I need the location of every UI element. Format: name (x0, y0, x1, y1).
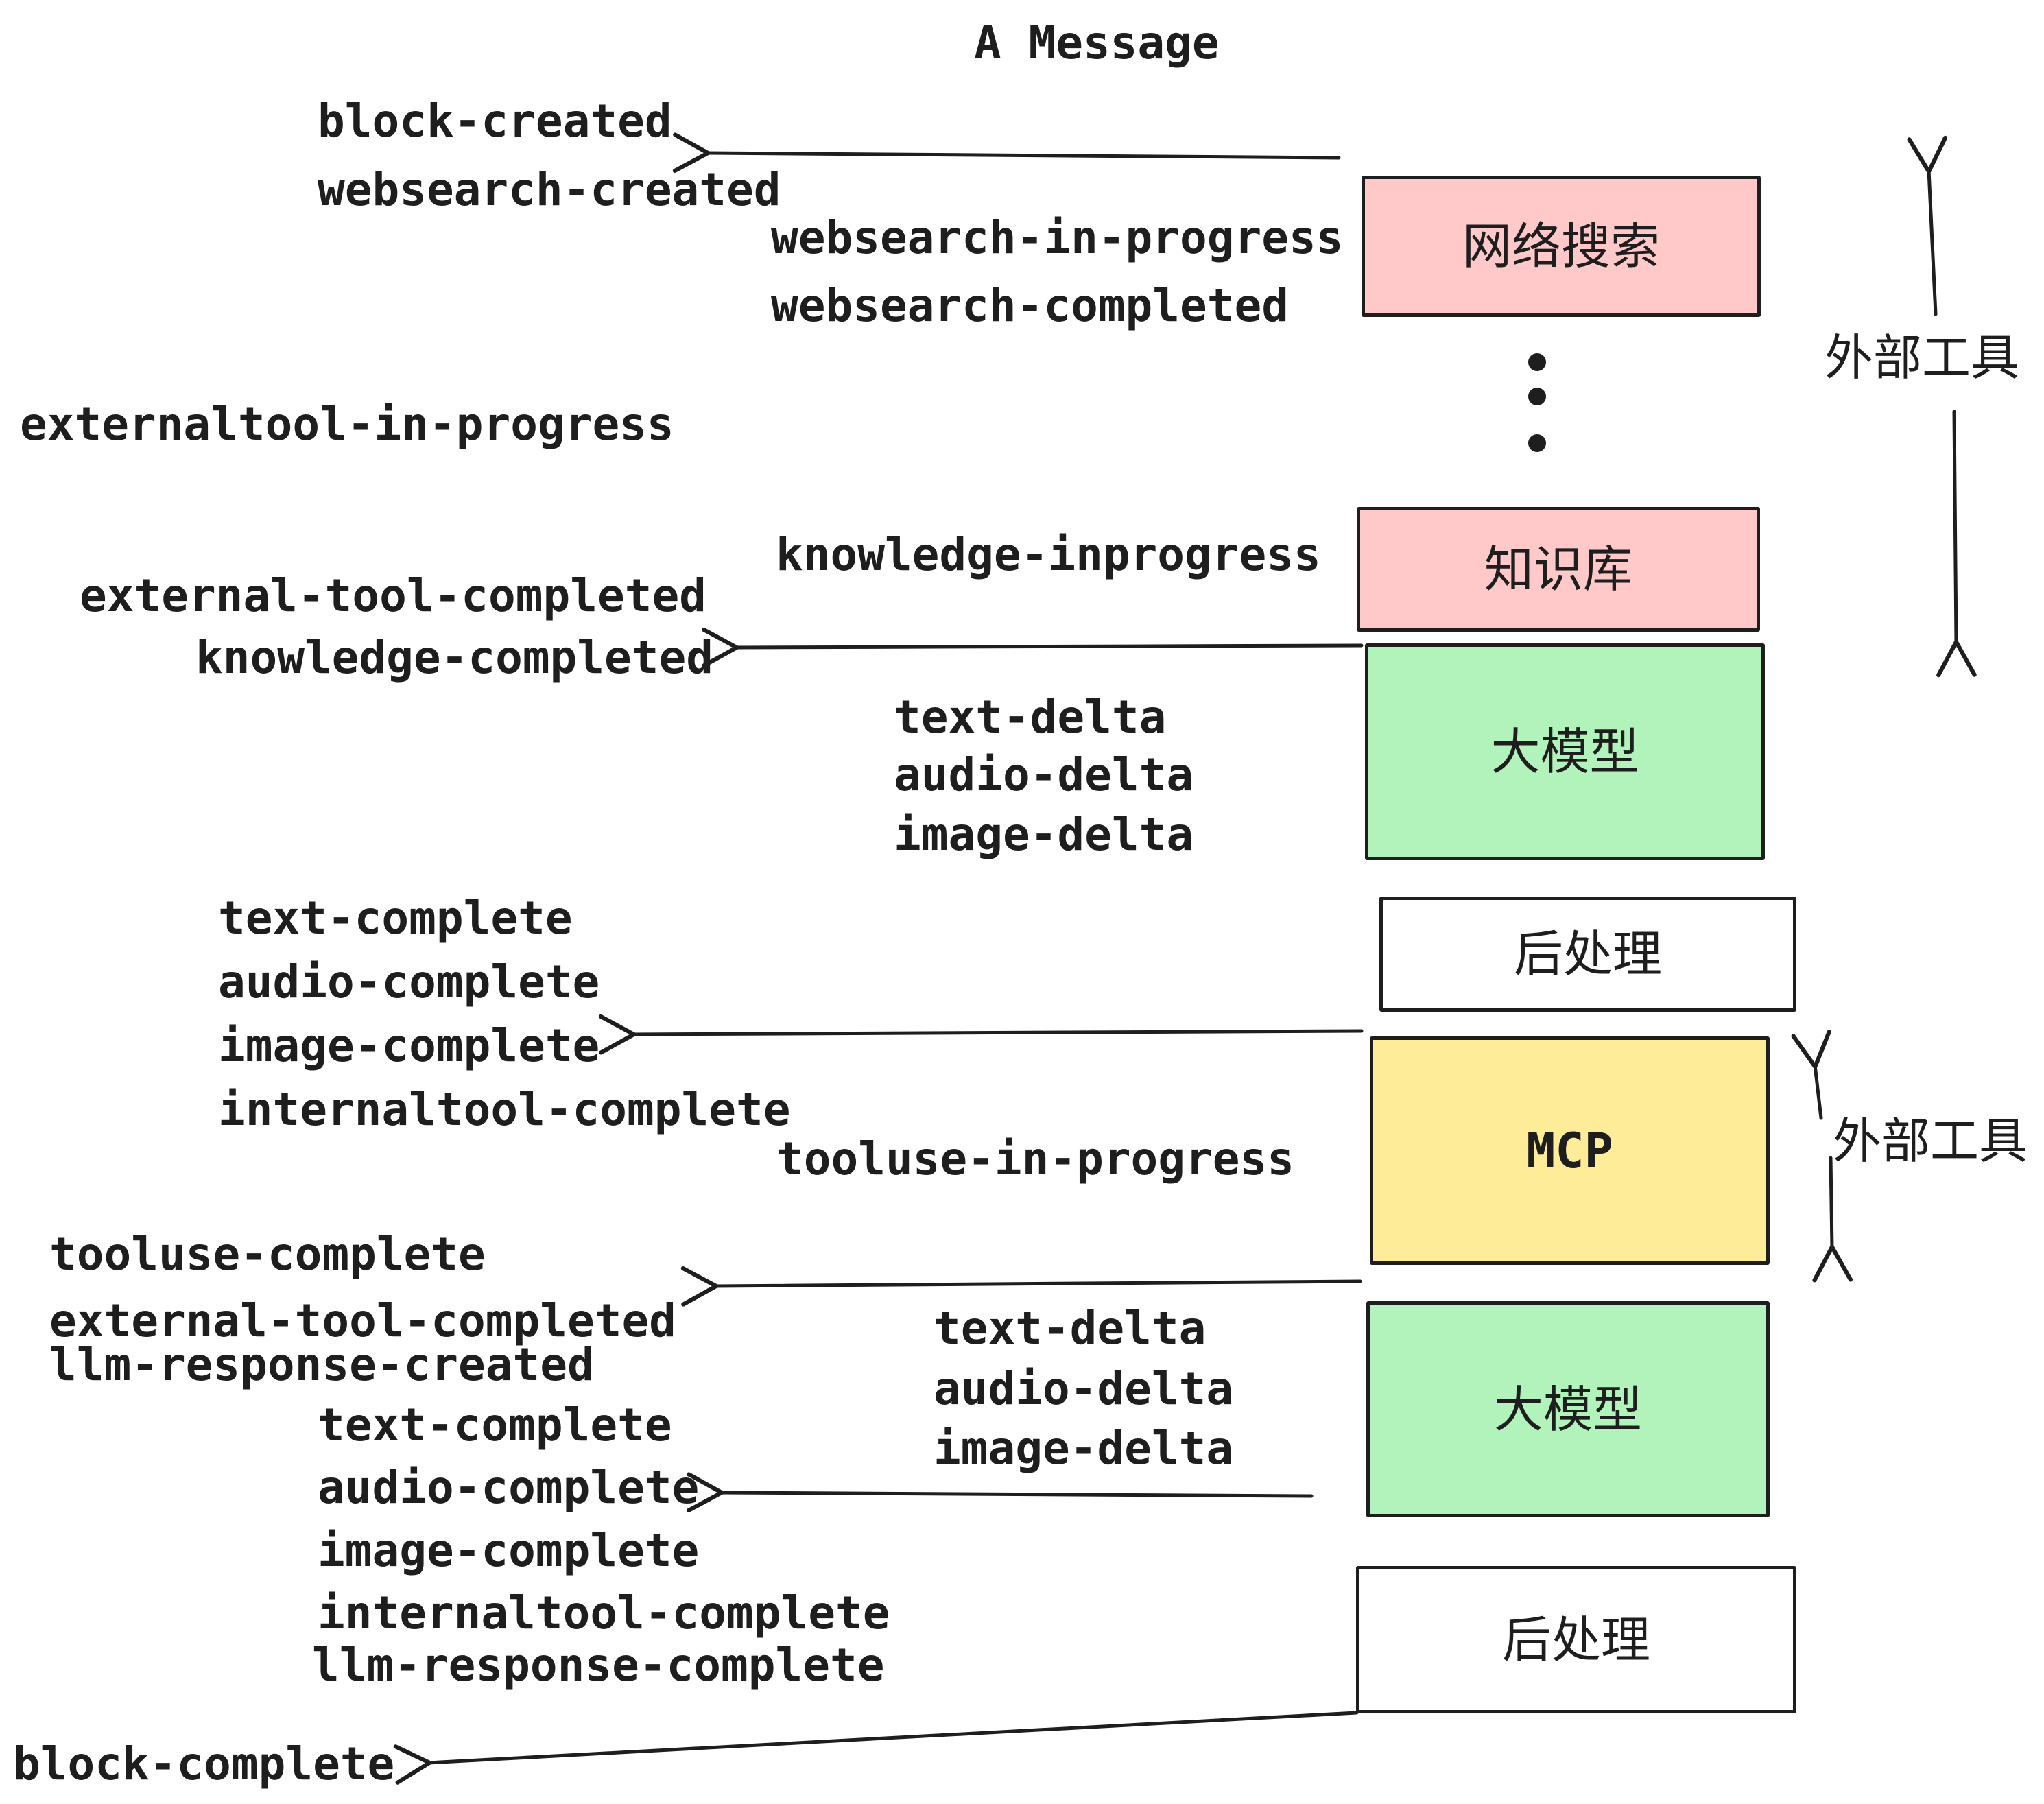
page-title: A Message (974, 16, 1220, 69)
label-text-complete-1: text-complete (218, 892, 573, 945)
label-audio-complete-1: audio-complete (218, 956, 600, 1008)
label-websearch-in-progress: websearch-in-progress (771, 211, 1344, 264)
box-websearch: 网络搜索 (1362, 176, 1761, 317)
label-llm-response-complete: llm-response-complete (312, 1639, 885, 1692)
box-mcp: MCP (1370, 1036, 1770, 1265)
label-llm-response-created: llm-response-created (49, 1338, 595, 1391)
label-audio-delta-1: audio-delta (894, 748, 1194, 801)
arrow-to-audio-complete (686, 1472, 1314, 1513)
label-tooluse-in-progress: tooluse-in-progress (776, 1132, 1294, 1185)
arrow-external-tool-2-up (1791, 1030, 1831, 1120)
label-tooluse-complete: tooluse-complete (49, 1228, 486, 1281)
arrow-to-tooluse-complete (680, 1266, 1362, 1307)
box-llm-1: 大模型 (1365, 643, 1765, 860)
box-postprocess-1: 后处理 (1379, 897, 1796, 1012)
arrow-to-image-complete (598, 1014, 1364, 1055)
side-label-external-tools-1: 外部工具 (1825, 329, 2020, 386)
label-external-tool-completed-1: external-tool-completed (80, 569, 706, 622)
label-knowledge-inprogress: knowledge-inprogress (776, 528, 1321, 581)
arrow-external-tool-1-down (1936, 410, 1977, 678)
arrow-external-tool-1-up (1907, 135, 1948, 316)
label-websearch-completed: websearch-completed (771, 279, 1289, 332)
label-knowledge-completed: knowledge-completed (195, 631, 713, 684)
label-audio-complete-2: audio-complete (318, 1461, 700, 1514)
label-internaltool-complete-1: internaltool-complete (218, 1083, 791, 1136)
label-external-tool-completed-2: external-tool-completed (49, 1294, 676, 1347)
label-websearch-created: websearch-created (318, 163, 781, 216)
arrow-to-block-created (672, 132, 1341, 173)
label-text-complete-2: text-complete (318, 1399, 672, 1451)
label-image-complete-2: image-complete (318, 1524, 700, 1577)
arrow-to-block-complete (393, 1711, 1359, 1785)
side-label-external-tools-2: 外部工具 (1833, 1113, 2028, 1170)
ellipsis-dots-icon (1528, 353, 1546, 452)
box-knowledge: 知识库 (1357, 507, 1760, 632)
box-llm-2: 大模型 (1366, 1301, 1770, 1517)
label-block-created: block-created (318, 95, 672, 147)
box-postprocess-2: 后处理 (1356, 1566, 1796, 1713)
label-image-delta-2: image-delta (934, 1422, 1234, 1475)
label-externaltool-in-progress: externaltool-in-progress (20, 398, 674, 451)
label-block-complete: block-complete (13, 1737, 395, 1790)
arrow-external-tool-2-down (1812, 1156, 1853, 1283)
label-image-delta-1: image-delta (894, 808, 1194, 861)
label-internaltool-complete-2: internaltool-complete (318, 1587, 890, 1639)
label-audio-delta-2: audio-delta (934, 1362, 1234, 1415)
label-text-delta-2: text-delta (934, 1302, 1207, 1355)
label-image-complete-1: image-complete (218, 1019, 600, 1072)
arrow-to-knowledge-completed (701, 627, 1364, 668)
label-text-delta-1: text-delta (894, 691, 1167, 744)
